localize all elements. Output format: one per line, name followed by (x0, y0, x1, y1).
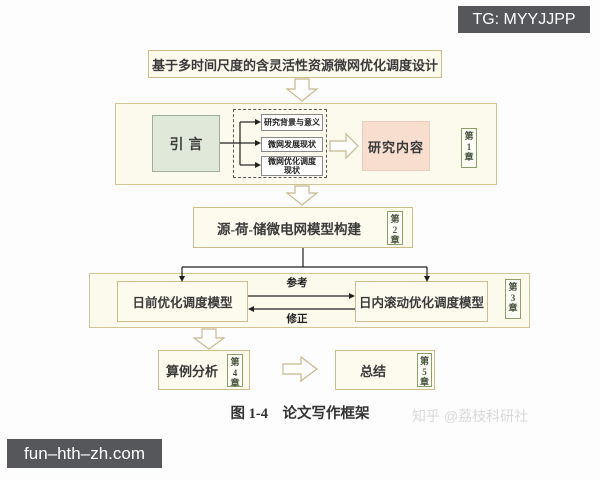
model-construction-box: 源-荷-储微电网模型构建 (193, 207, 413, 248)
day-ahead-model-box: 日前优化调度模型 (117, 281, 248, 322)
tg-watermark-badge: TG: MYYJJPP (458, 6, 590, 33)
subtopic-development-box: 微网发展现状 (261, 137, 323, 152)
hollow-down-arrow-3 (192, 328, 226, 350)
thesis-title-box: 基于多时间尺度的含灵活性资源微网优化调度设计 (148, 50, 442, 78)
zhihu-watermark: 知乎 @荔枝科研社 (412, 408, 529, 424)
intro-box: 引言 (152, 115, 220, 172)
subtopic-background-box: 研究背景与意义 (261, 114, 323, 131)
chapter-2-tag: 第2章 (387, 211, 403, 245)
chapter-5-tag: 第5章 (417, 353, 432, 387)
intraday-model-box: 日内滚动优化调度模型 (355, 281, 488, 322)
site-watermark-badge: fun–hth–zh.com (7, 439, 162, 468)
hollow-right-arrow-2 (282, 355, 318, 383)
subtopic-scheduling-label: 微网优化调度现状 (268, 157, 316, 175)
hollow-down-arrow-1 (285, 78, 319, 102)
chapter-1-tag: 第1章 (461, 128, 477, 168)
figure-caption: 图 1-4 论文写作框架 (230, 406, 370, 422)
subtopic-scheduling-box: 微网优化调度现状 (261, 156, 323, 176)
correction-arrow-label: 修正 (286, 314, 308, 325)
chapter-4-tag: 第4章 (227, 354, 243, 388)
reference-arrow-label: 参考 (286, 278, 308, 289)
research-content-box: 研究内容 (362, 121, 430, 171)
hollow-down-arrow-2 (285, 185, 319, 206)
chapter-3-tag: 第3章 (505, 279, 521, 319)
